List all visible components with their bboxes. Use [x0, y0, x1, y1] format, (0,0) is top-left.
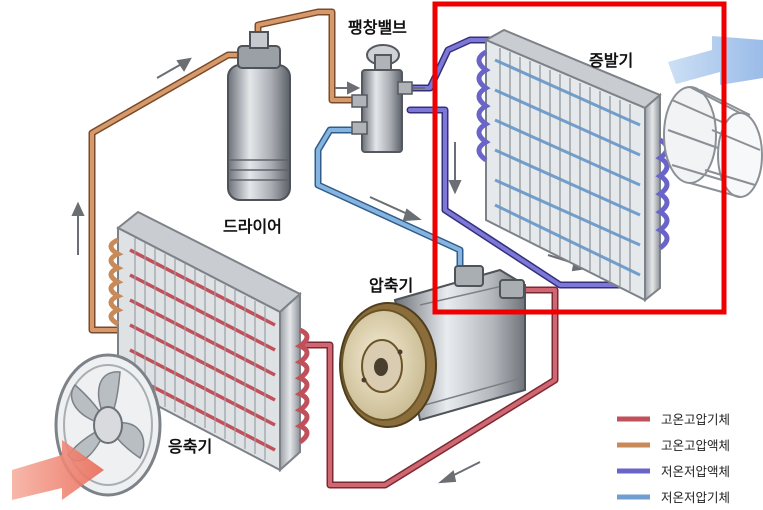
legend-label: 저온저압기체	[661, 490, 730, 505]
legend-item: 고온고압기체	[617, 412, 730, 427]
legend-item: 저온저압기체	[617, 490, 730, 505]
expansion-valve-icon	[351, 44, 413, 153]
label-condenser: 응축기	[168, 437, 212, 456]
legend-item: 고온고압액체	[617, 438, 730, 453]
legend-label: 고온고압액체	[661, 438, 730, 453]
highlight-box	[432, 1, 727, 315]
receiver-dryer-icon	[227, 31, 291, 201]
compressor-icon	[339, 265, 526, 428]
label-expansion-valve: 팽창밸브	[348, 18, 407, 37]
label-dryer: 드라이어	[223, 217, 282, 236]
legend-item: 저온저압액체	[617, 464, 730, 479]
label-compressor: 압축기	[369, 276, 413, 295]
evaporator	[476, 28, 670, 303]
condenser	[108, 210, 310, 473]
legend: 고온고압기체 고온고압액체 저온저압액체 저온저압기체	[617, 412, 730, 505]
air-out-arrow	[668, 36, 763, 85]
blower-icon	[663, 86, 763, 198]
legend-label: 저온저압액체	[661, 464, 730, 479]
legend-label: 고온고압기체	[661, 412, 730, 427]
air-in-arrow	[12, 440, 104, 500]
label-evaporator: 증발기	[589, 51, 633, 70]
